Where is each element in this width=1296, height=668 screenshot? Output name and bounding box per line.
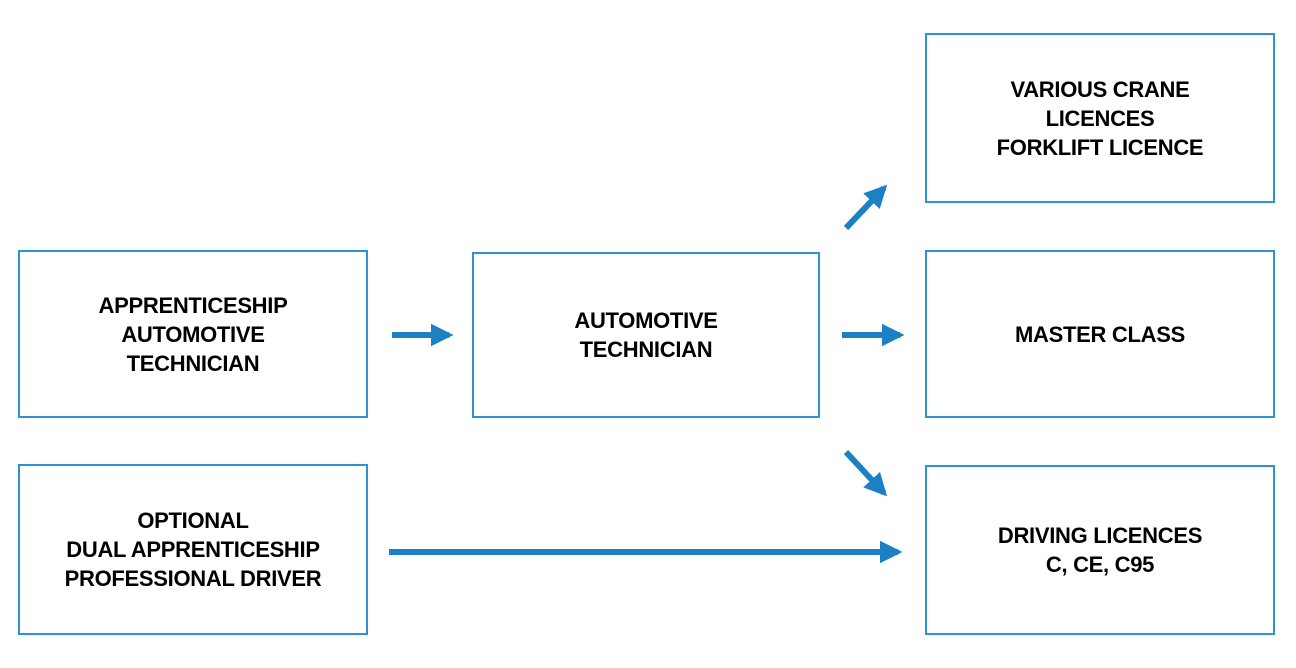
box-technician-label: AUTOMOTIVE TECHNICIAN: [574, 308, 718, 362]
box-apprenticeship-label: APPRENTICESHIP AUTOMOTIVE TECHNICIAN: [98, 292, 288, 376]
box-master-label: MASTER CLASS: [1015, 321, 1185, 347]
box-automotive-technician: AUTOMOTIVE TECHNICIAN: [472, 252, 820, 418]
box-apprenticeship-automotive-technician: APPRENTICESHIP AUTOMOTIVE TECHNICIAN: [18, 250, 368, 418]
box-crane-label: VARIOUS CRANE LICENCES FORKLIFT LICENCE: [996, 76, 1204, 160]
box-optional-dual-apprenticeship-professional-driver: OPTIONAL DUAL APPRENTICESHIP PROFESSIONA…: [18, 464, 368, 635]
box-driving-licences-c-ce-c95: DRIVING LICENCES C, CE, C95: [925, 465, 1275, 635]
box-optional-label: OPTIONAL DUAL APPRENTICESHIP PROFESSIONA…: [64, 508, 322, 591]
box-driving-label: DRIVING LICENCES C, CE, C95: [997, 523, 1203, 577]
box-master-class: MASTER CLASS: [925, 250, 1275, 418]
box-various-crane-licences-forklift-licence: VARIOUS CRANE LICENCES FORKLIFT LICENCE: [925, 33, 1275, 203]
arrow-automotive-technician-to-driving-licences: [843, 449, 888, 497]
arrow-automotive-technician-to-crane-licences: [843, 184, 888, 231]
